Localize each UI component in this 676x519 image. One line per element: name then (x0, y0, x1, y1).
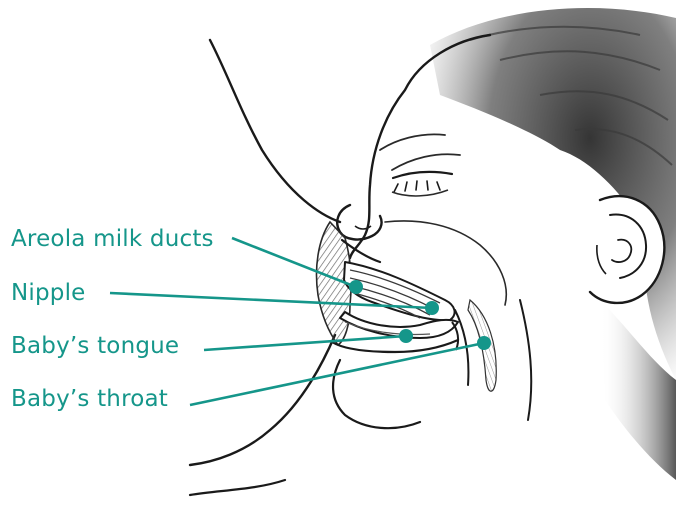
dot-nipple (425, 301, 439, 315)
dot-babys-tongue (399, 329, 413, 343)
breast-outline (210, 40, 340, 222)
label-areola-milk-ducts: Areola milk ducts (11, 225, 214, 253)
baby-eye (392, 172, 452, 196)
leader-babys-throat (190, 343, 484, 405)
label-babys-tongue: Baby’s tongue (11, 332, 179, 360)
baby-nose (337, 205, 381, 239)
baby-chin (333, 360, 420, 428)
dot-babys-throat (477, 336, 491, 350)
baby-hair (430, 8, 676, 380)
baby-brow (380, 134, 460, 170)
dot-areola-milk-ducts (349, 280, 363, 294)
leader-lines (110, 238, 484, 405)
leader-babys-tongue (204, 336, 406, 350)
label-babys-throat: Baby’s throat (11, 385, 168, 413)
baby-lower-lip (332, 340, 458, 352)
label-nipple: Nipple (11, 279, 86, 307)
